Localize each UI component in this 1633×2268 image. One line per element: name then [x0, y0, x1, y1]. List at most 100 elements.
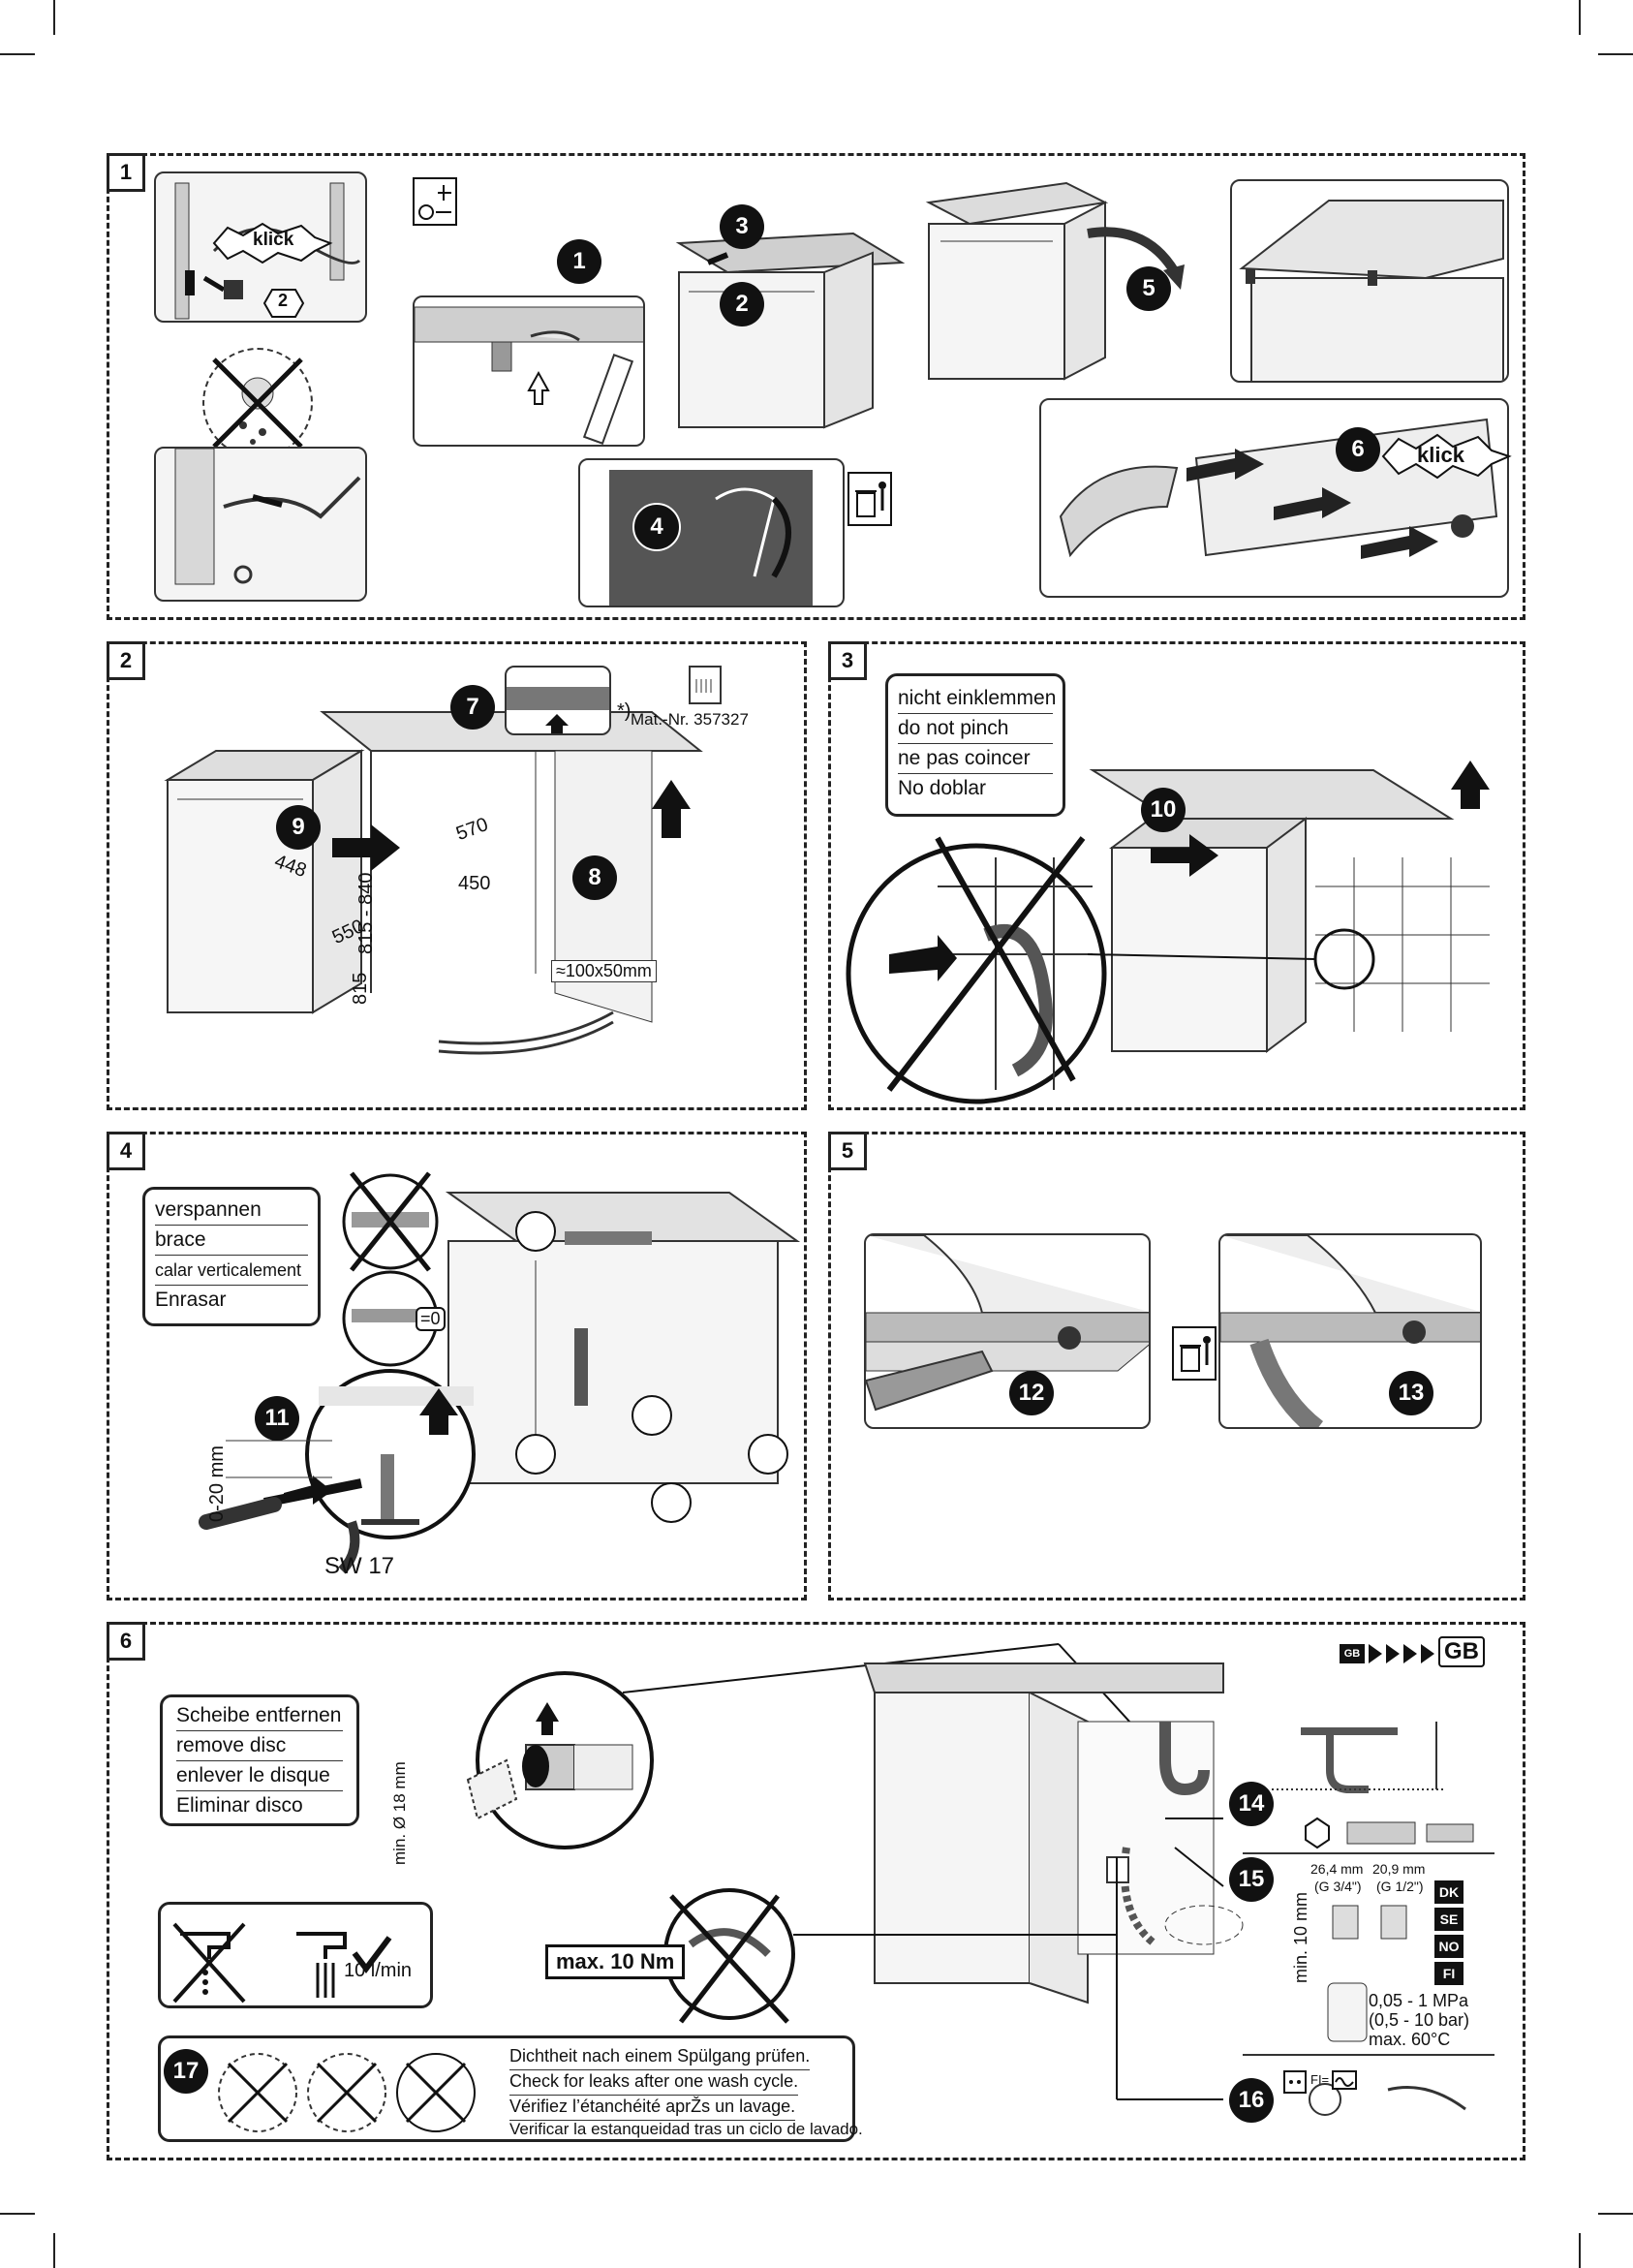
- crop-mark: [1579, 2233, 1581, 2268]
- step-badge: 9: [276, 805, 321, 850]
- thread-b-spec: (G 1/2"): [1376, 1879, 1424, 1894]
- country-code-fi: FI: [1434, 1962, 1464, 1985]
- country-code-dk: DK: [1434, 1880, 1464, 1904]
- section-number: 2: [107, 641, 145, 680]
- height-range-label: 0-20 mm: [206, 1445, 228, 1522]
- thread-b-label: 20,9 mm: [1372, 1861, 1426, 1877]
- arrow-chain-icon: [1369, 1644, 1434, 1663]
- panel-remove-strip: [1218, 1233, 1482, 1429]
- step-badge: 12: [1009, 1371, 1054, 1415]
- dimension-450-label: 450: [458, 873, 491, 894]
- step-badge: 6: [1336, 427, 1380, 472]
- rcd-symbol-icon: [1332, 2070, 1357, 2090]
- torque-label: max. 10 Nm: [545, 1944, 686, 1979]
- klick-label: klick: [1417, 443, 1464, 467]
- panel-release-worktop: [413, 295, 645, 447]
- power-socket-icon: [1283, 2070, 1307, 2094]
- curved-arrow-icon: [1087, 227, 1185, 290]
- pinch-warning-box: nicht einklemmen do not pinch ne pas coi…: [885, 673, 1065, 817]
- disc-line-de: Scheibe entfernen: [176, 1701, 343, 1731]
- dimension-815-label: 815: [350, 972, 371, 1005]
- water-flow-illustration: [172, 1922, 392, 2004]
- panel-cut-strip: [864, 1233, 1151, 1429]
- check-line-es: Verificar la estanqueidad tras un ciclo …: [509, 2120, 863, 2138]
- leak-check-icons: [218, 2053, 476, 2132]
- country-code-small: GB: [1340, 1644, 1365, 1663]
- wrench-size-label: SW 17: [324, 1553, 395, 1579]
- warning-line-de: nicht einklemmen: [898, 684, 1056, 714]
- crop-mark: [1579, 0, 1581, 35]
- step-badge: 4: [632, 503, 681, 551]
- step-badge: 7: [450, 685, 495, 730]
- trash-bin-icon: [847, 472, 892, 526]
- klick-label: klick: [253, 230, 294, 250]
- sub-step-label: 2: [278, 291, 289, 310]
- crop-mark: [53, 0, 55, 35]
- hose-routing-illustration: [846, 761, 1490, 1104]
- gap-zero-label: =0: [416, 1307, 446, 1331]
- klick-burst-icon: [212, 222, 333, 264]
- footnote-mark: *): [617, 700, 632, 722]
- step-badge: 1: [557, 239, 601, 284]
- step-badge: 17: [164, 2049, 208, 2094]
- section-number: 3: [828, 641, 867, 680]
- step-badge: 3: [720, 204, 764, 249]
- step-badge: 16: [1229, 2078, 1274, 2123]
- country-code-no: NO: [1434, 1935, 1464, 1958]
- section-number: 5: [828, 1132, 867, 1170]
- min-height-label: min. 10 mm: [1291, 1891, 1310, 1983]
- panel-connector-klick: klick 2: [154, 171, 367, 323]
- panel-remove-bracket: [578, 458, 845, 607]
- hose-diameter-label: min. Ø 18 mm: [390, 1761, 409, 1865]
- section-number: 6: [107, 1622, 145, 1661]
- section-number: 4: [107, 1132, 145, 1170]
- level-line-de: verspannen: [155, 1196, 308, 1226]
- pressure-line-2: (0,5 - 10 bar): [1369, 2010, 1470, 2030]
- pressure-line-3: max. 60°C: [1369, 2030, 1451, 2049]
- crop-mark: [1598, 2213, 1633, 2215]
- thread-a-spec: (G 3/4"): [1314, 1879, 1362, 1894]
- crop-mark: [1598, 53, 1633, 55]
- level-line-es: Enrasar: [155, 1289, 227, 1311]
- fi-label: FI=: [1310, 2072, 1330, 2087]
- warning-line-es: No doblar: [898, 777, 987, 799]
- section-5: 5 12 13: [828, 1132, 1525, 1600]
- adhesive-strip-icon: [689, 666, 722, 704]
- disc-line-fr: enlever le disque: [176, 1761, 343, 1791]
- check-line-fr: Vérifiez l’étanchéité aprŽs un lavage.: [509, 2093, 796, 2121]
- step-badge: 2: [720, 282, 764, 326]
- step-badge: 11: [255, 1396, 299, 1441]
- pressure-line-1: 0,05 - 1 MPa: [1369, 1991, 1469, 2010]
- hole-size-label: ≈100x50mm: [551, 960, 657, 982]
- trash-bin-icon: [1172, 1326, 1217, 1381]
- section-1: 1 klick 2: [107, 153, 1525, 620]
- section-number: 1: [107, 153, 145, 192]
- step-badge: 5: [1126, 266, 1171, 311]
- step-badge: 13: [1389, 1371, 1433, 1415]
- crop-mark: [53, 2233, 55, 2268]
- check-line-de: Dichtheit nach einem Spülgang prüfen.: [509, 2042, 811, 2070]
- section-3: 3 nicht einklemmen do not pinch ne pas c…: [828, 641, 1525, 1110]
- material-number: Mat.-Nr. 357327: [631, 710, 749, 729]
- crop-mark: [0, 53, 35, 55]
- section-4: 4 verspannen brace calar verticalement E…: [107, 1132, 807, 1600]
- check-line-en: Check for leaks after one wash cycle.: [509, 2067, 799, 2096]
- disc-line-en: remove disc: [176, 1731, 343, 1761]
- remove-disc-box: Scheibe entfernen remove disc enlever le…: [160, 1694, 359, 1826]
- panel-cover-strip: [1039, 398, 1509, 598]
- level-line-fr: calar verticalement: [155, 1256, 308, 1286]
- thread-a-label: 26,4 mm: [1310, 1861, 1364, 1877]
- leak-check-box: Dichtheit nach einem Spülgang prüfen. Ch…: [158, 2035, 863, 2142]
- level-instruction-box: verspannen brace calar verticalement Enr…: [142, 1187, 321, 1326]
- warning-line-fr: ne pas coincer: [898, 744, 1053, 774]
- flow-rate-label: 10 l/min: [344, 1960, 413, 1981]
- dishwasher-box-illustration: [925, 181, 1109, 381]
- panel-worktop-detail: [505, 666, 611, 735]
- step-badge: 10: [1141, 788, 1186, 832]
- warning-line-en: do not pinch: [898, 714, 1053, 744]
- hex-step-icon: [262, 289, 305, 318]
- step-badge: 14: [1229, 1782, 1274, 1826]
- step-badge: 15: [1229, 1857, 1274, 1902]
- section-6: 6 Scheibe entfernen remove disc enlever …: [107, 1622, 1525, 2160]
